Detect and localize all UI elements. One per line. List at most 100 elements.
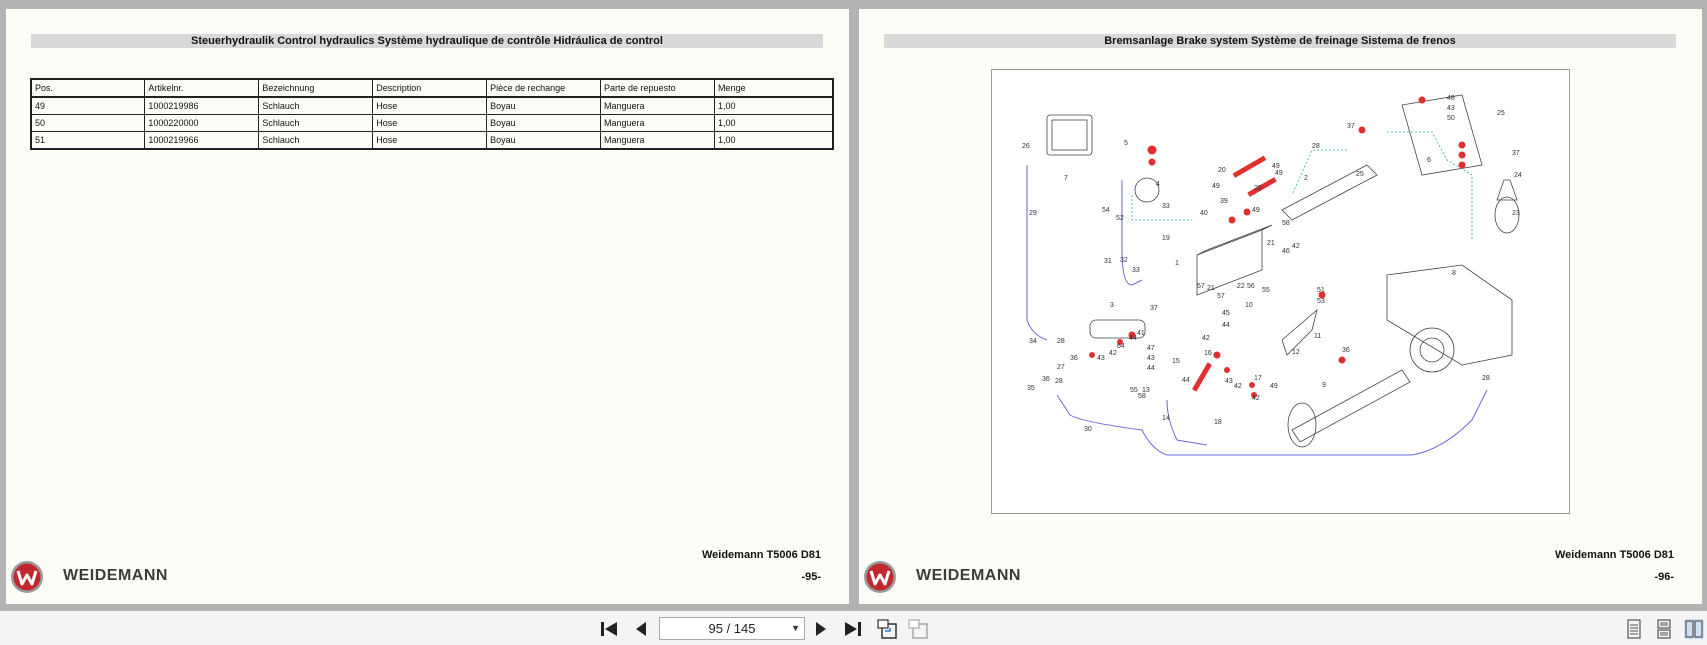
continuous-view-icon[interactable]	[1654, 619, 1674, 639]
previous-page-icon	[636, 622, 646, 636]
table-row: 49 1000219986 Schlauch Hose Boyau Mangue…	[30, 96, 834, 115]
svg-text:28: 28	[1057, 338, 1065, 345]
svg-text:29: 29	[1029, 210, 1037, 217]
weidemann-logo-icon	[11, 561, 43, 593]
svg-text:3: 3	[1110, 302, 1114, 309]
svg-text:28: 28	[1482, 375, 1490, 382]
column-header: Bezeichnung	[258, 78, 374, 98]
svg-text:43: 43	[1447, 105, 1455, 112]
table-cell: Hose	[372, 131, 488, 150]
svg-text:7: 7	[1064, 175, 1068, 182]
last-page-icon	[845, 622, 861, 636]
svg-text:57: 57	[1197, 283, 1205, 290]
svg-text:45: 45	[1222, 310, 1230, 317]
column-header: Menge	[713, 78, 834, 98]
exploded-parts-drawing: 26 7 29 5 4 54 52 33 19 40 39 20 20 49 4…	[1022, 94, 1522, 456]
table-cell: Boyau	[486, 96, 602, 115]
svg-text:4: 4	[1156, 181, 1160, 188]
svg-text:58: 58	[1282, 220, 1290, 227]
brand-name: WEIDEMANN	[916, 567, 1021, 584]
svg-text:6: 6	[1427, 157, 1431, 164]
svg-text:12: 12	[1292, 349, 1300, 356]
back-view-icon	[877, 619, 897, 639]
svg-text:34: 34	[1029, 338, 1037, 345]
svg-text:20: 20	[1218, 167, 1226, 174]
svg-text:30: 30	[1084, 426, 1092, 433]
page-95: Steuerhydraulik Control hydraulics Systè…	[6, 9, 849, 604]
svg-text:36: 36	[1342, 347, 1350, 354]
svg-text:23: 23	[1512, 210, 1520, 217]
table-cell: Schlauch	[258, 114, 374, 132]
table-cell: Schlauch	[258, 96, 374, 115]
svg-text:44: 44	[1222, 322, 1230, 329]
svg-text:17: 17	[1254, 375, 1262, 382]
table-cell: 51	[30, 131, 146, 150]
svg-text:51: 51	[1317, 287, 1325, 294]
svg-text:55: 55	[1130, 387, 1138, 394]
svg-text:44: 44	[1147, 365, 1155, 372]
table-cell: Boyau	[486, 131, 602, 150]
svg-text:54: 54	[1102, 207, 1110, 214]
svg-text:16: 16	[1204, 350, 1212, 357]
svg-text:64: 64	[1117, 343, 1125, 350]
svg-text:26: 26	[1022, 143, 1030, 150]
svg-text:50: 50	[1447, 115, 1455, 122]
next-page-button[interactable]	[810, 618, 832, 640]
svg-text:44: 44	[1129, 335, 1137, 342]
svg-text:47: 47	[1147, 345, 1155, 352]
table-cell: 1000219986	[144, 96, 260, 115]
table-cell: 1,00	[713, 114, 834, 132]
column-header: Pos.	[30, 78, 146, 98]
svg-text:42: 42	[1234, 383, 1242, 390]
two-page-view-icon[interactable]	[1684, 619, 1704, 639]
weidemann-logo-icon	[864, 561, 896, 593]
svg-text:5: 5	[1124, 140, 1128, 147]
model-name: Weidemann T5006 D81	[701, 549, 821, 561]
previous-page-button[interactable]	[630, 618, 652, 640]
svg-text:56: 56	[1247, 283, 1255, 290]
svg-text:58: 58	[1138, 393, 1146, 400]
svg-text:42: 42	[1109, 350, 1117, 357]
svg-text:20: 20	[1254, 185, 1262, 192]
page-number: -95-	[801, 571, 821, 583]
brake-system-diagram: 26 7 29 5 4 54 52 33 19 40 39 20 20 49 4…	[991, 69, 1570, 514]
next-page-icon	[816, 622, 826, 636]
svg-text:39: 39	[1220, 198, 1228, 205]
svg-text:37: 37	[1347, 123, 1355, 130]
svg-text:13: 13	[1142, 387, 1150, 394]
table-cell: 1,00	[713, 96, 834, 115]
first-page-button[interactable]	[598, 618, 620, 640]
svg-text:53: 53	[1317, 298, 1325, 305]
svg-text:40: 40	[1200, 210, 1208, 217]
svg-text:28: 28	[1055, 378, 1063, 385]
column-header: Parte de repuesto	[600, 78, 715, 98]
last-page-button[interactable]	[842, 618, 864, 640]
table-row: 51 1000219966 Schlauch Hose Boyau Mangue…	[30, 131, 834, 150]
table-cell: 1,00	[713, 131, 834, 150]
brand-name: WEIDEMANN	[63, 567, 168, 584]
back-view-button[interactable]	[876, 618, 898, 640]
table-header-row: Pos. Artikelnr. Bezeichnung Description …	[30, 78, 834, 98]
svg-text:44: 44	[1182, 377, 1190, 384]
svg-text:49: 49	[1275, 170, 1283, 177]
svg-text:25: 25	[1497, 110, 1505, 117]
svg-text:19: 19	[1162, 235, 1170, 242]
forward-view-button[interactable]	[907, 618, 929, 640]
svg-text:21: 21	[1207, 285, 1215, 292]
svg-text:42: 42	[1202, 335, 1210, 342]
svg-text:15: 15	[1172, 358, 1180, 365]
table-row: 50 1000220000 Schlauch Hose Boyau Mangue…	[30, 114, 834, 132]
table-cell: Manguera	[600, 131, 715, 150]
svg-text:37: 37	[1150, 305, 1158, 312]
svg-text:32: 32	[1120, 257, 1128, 264]
svg-text:8: 8	[1452, 270, 1456, 277]
svg-text:52: 52	[1116, 215, 1124, 222]
svg-text:9: 9	[1322, 382, 1326, 389]
svg-text:31: 31	[1104, 258, 1112, 265]
svg-text:49: 49	[1272, 163, 1280, 170]
table-cell: 1000220000	[144, 114, 260, 132]
single-page-view-icon[interactable]	[1624, 619, 1644, 639]
chevron-down-icon[interactable]: ▼	[791, 623, 800, 633]
svg-text:11: 11	[1314, 333, 1321, 340]
page-number-input[interactable]: 95 / 145 ▼	[659, 617, 805, 640]
